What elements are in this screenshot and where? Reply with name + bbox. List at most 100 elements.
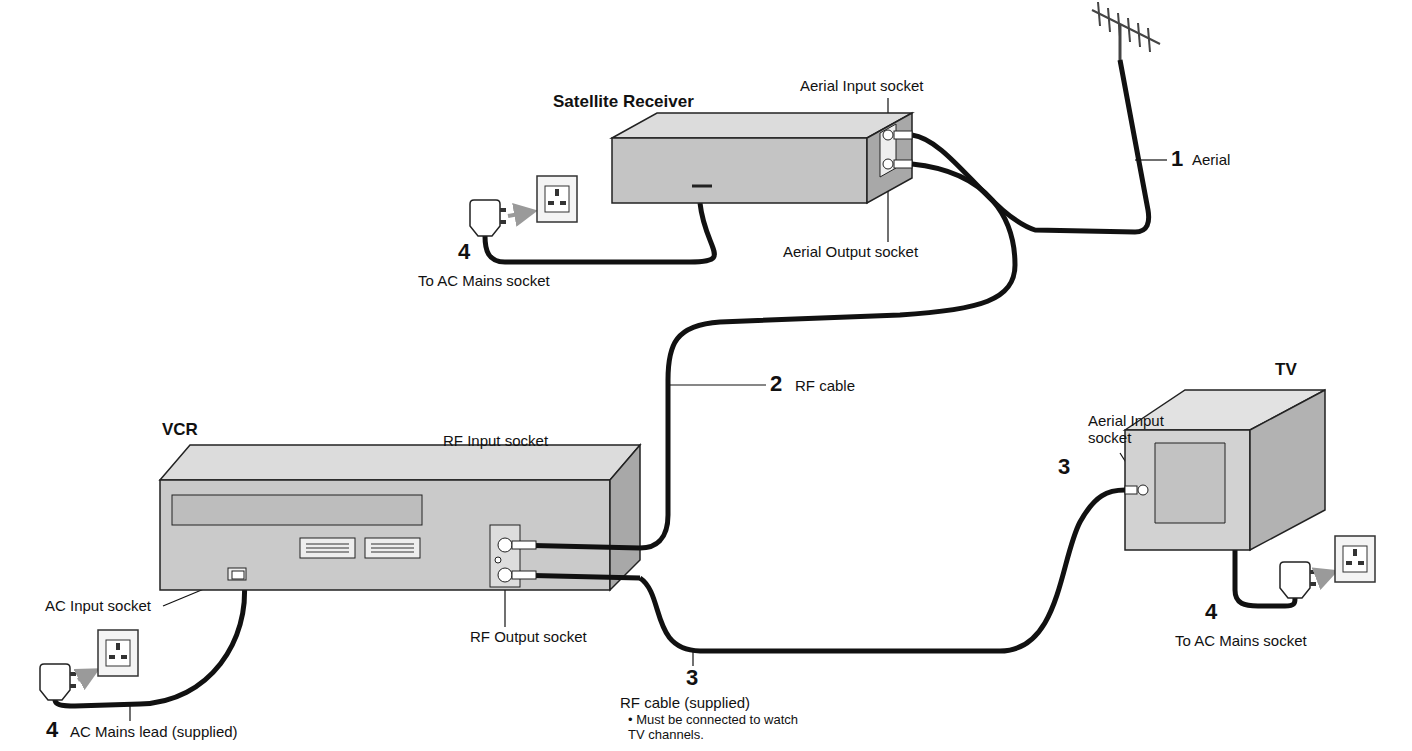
front-face	[612, 138, 867, 203]
aerial-socket	[883, 130, 893, 140]
insert-arrow	[508, 212, 530, 216]
wall-socket	[98, 630, 138, 676]
socket-face	[1343, 546, 1367, 572]
callout-number: 4	[1205, 600, 1217, 624]
socket-face	[106, 640, 130, 666]
callout-number: 4	[458, 240, 470, 264]
rf-cable	[640, 164, 1015, 548]
socket-plate	[98, 630, 138, 676]
vcr-drawing	[160, 440, 640, 600]
mains-connector	[232, 571, 244, 579]
socket-slot	[548, 201, 554, 205]
leader-line	[1135, 159, 1167, 160]
part-label: Aerial Input socket	[1088, 412, 1183, 447]
socket-plate	[537, 176, 577, 222]
insert-arrow	[1318, 573, 1331, 578]
rf-cable	[640, 490, 1125, 651]
note-text: • Must be connected to watch TV channels…	[628, 713, 818, 743]
part-label: To AC Mains socket	[418, 272, 550, 289]
top-face	[160, 445, 640, 480]
receiver-drawing	[612, 108, 912, 208]
mains-plug	[1280, 562, 1316, 598]
rf-plug	[1125, 486, 1137, 494]
device-heading: VCR	[162, 420, 198, 440]
antenna-element	[1128, 18, 1130, 42]
plug-pin	[500, 220, 506, 224]
device-heading: Satellite Receiver	[553, 92, 694, 112]
socket-face	[545, 186, 569, 212]
antenna-element	[1138, 23, 1140, 47]
leader-line	[129, 705, 130, 721]
part-label: AC Mains lead (supplied)	[70, 723, 238, 740]
device-heading: TV	[1275, 360, 1297, 380]
part-label: Aerial Output socket	[783, 243, 918, 260]
plug-pin	[500, 208, 506, 212]
leader-line	[668, 384, 766, 385]
part-label: Aerial	[1192, 151, 1230, 168]
spacer	[246, 574, 400, 575]
insert-arrow	[78, 672, 93, 680]
top-face	[612, 113, 912, 138]
rf-plug	[512, 571, 536, 579]
part-label: To AC Mains socket	[1175, 632, 1307, 649]
plug-pin	[70, 684, 76, 688]
plug-body	[40, 664, 70, 700]
callout-number: 4	[46, 718, 58, 742]
ac-input-socket	[228, 568, 246, 580]
back-face	[1250, 390, 1325, 550]
socket-plate	[1335, 536, 1375, 582]
socket-slot	[555, 189, 559, 196]
callout-number: 3	[1058, 455, 1070, 479]
plug-pin	[70, 672, 76, 676]
rf-socket	[498, 568, 512, 582]
part-label: AC Input socket	[45, 597, 151, 614]
antenna-element	[1098, 2, 1100, 26]
part-label: RF Input socket	[443, 432, 548, 449]
leader-line	[692, 652, 693, 666]
cable-label: RF cable (supplied)	[620, 694, 750, 711]
device-node: Satellite Receiver	[612, 108, 912, 208]
aerial-cable	[912, 60, 1149, 232]
rf-plug	[512, 541, 536, 549]
side-face	[1125, 430, 1250, 550]
cable-label: RF cable	[795, 377, 855, 394]
callout-number: 2	[770, 372, 782, 396]
part-label: RF Output socket	[470, 628, 587, 645]
panel-detail	[692, 185, 712, 188]
antenna-element	[1148, 28, 1150, 52]
side-face	[867, 113, 912, 203]
rf-plug	[894, 160, 912, 168]
aerial-socket	[883, 159, 893, 169]
socket-slot	[109, 655, 115, 659]
device-node: TV	[1125, 385, 1325, 555]
mains-plug	[40, 664, 76, 700]
plug-pin	[1310, 570, 1316, 574]
wall-socket	[1335, 536, 1375, 582]
socket-slot	[121, 655, 127, 659]
aerial-antenna	[1092, 2, 1160, 62]
socket-slot	[1346, 561, 1352, 565]
mains-cord	[485, 203, 714, 262]
back-shell	[1155, 443, 1225, 523]
callout-number: 3	[686, 666, 698, 690]
plug-pin	[1310, 582, 1316, 586]
rf-plug	[894, 131, 912, 139]
plug-body	[470, 200, 500, 236]
socket-slot	[1358, 561, 1364, 565]
device-node: VCR	[160, 440, 640, 600]
antenna-mast	[1119, 24, 1122, 62]
back-panel	[172, 495, 422, 525]
callout-number: 1	[1171, 147, 1183, 171]
mains-plug	[470, 200, 506, 236]
plug-body	[1280, 562, 1310, 598]
rf-socket	[495, 557, 501, 563]
part-label: Aerial Input socket	[800, 77, 923, 94]
wall-socket	[537, 176, 577, 222]
aerial-socket	[1138, 485, 1148, 495]
tv-drawing	[1125, 385, 1325, 555]
antenna-element	[1108, 8, 1110, 32]
rf-socket	[498, 538, 512, 552]
socket-slot	[116, 643, 120, 650]
socket-slot	[1353, 549, 1357, 556]
